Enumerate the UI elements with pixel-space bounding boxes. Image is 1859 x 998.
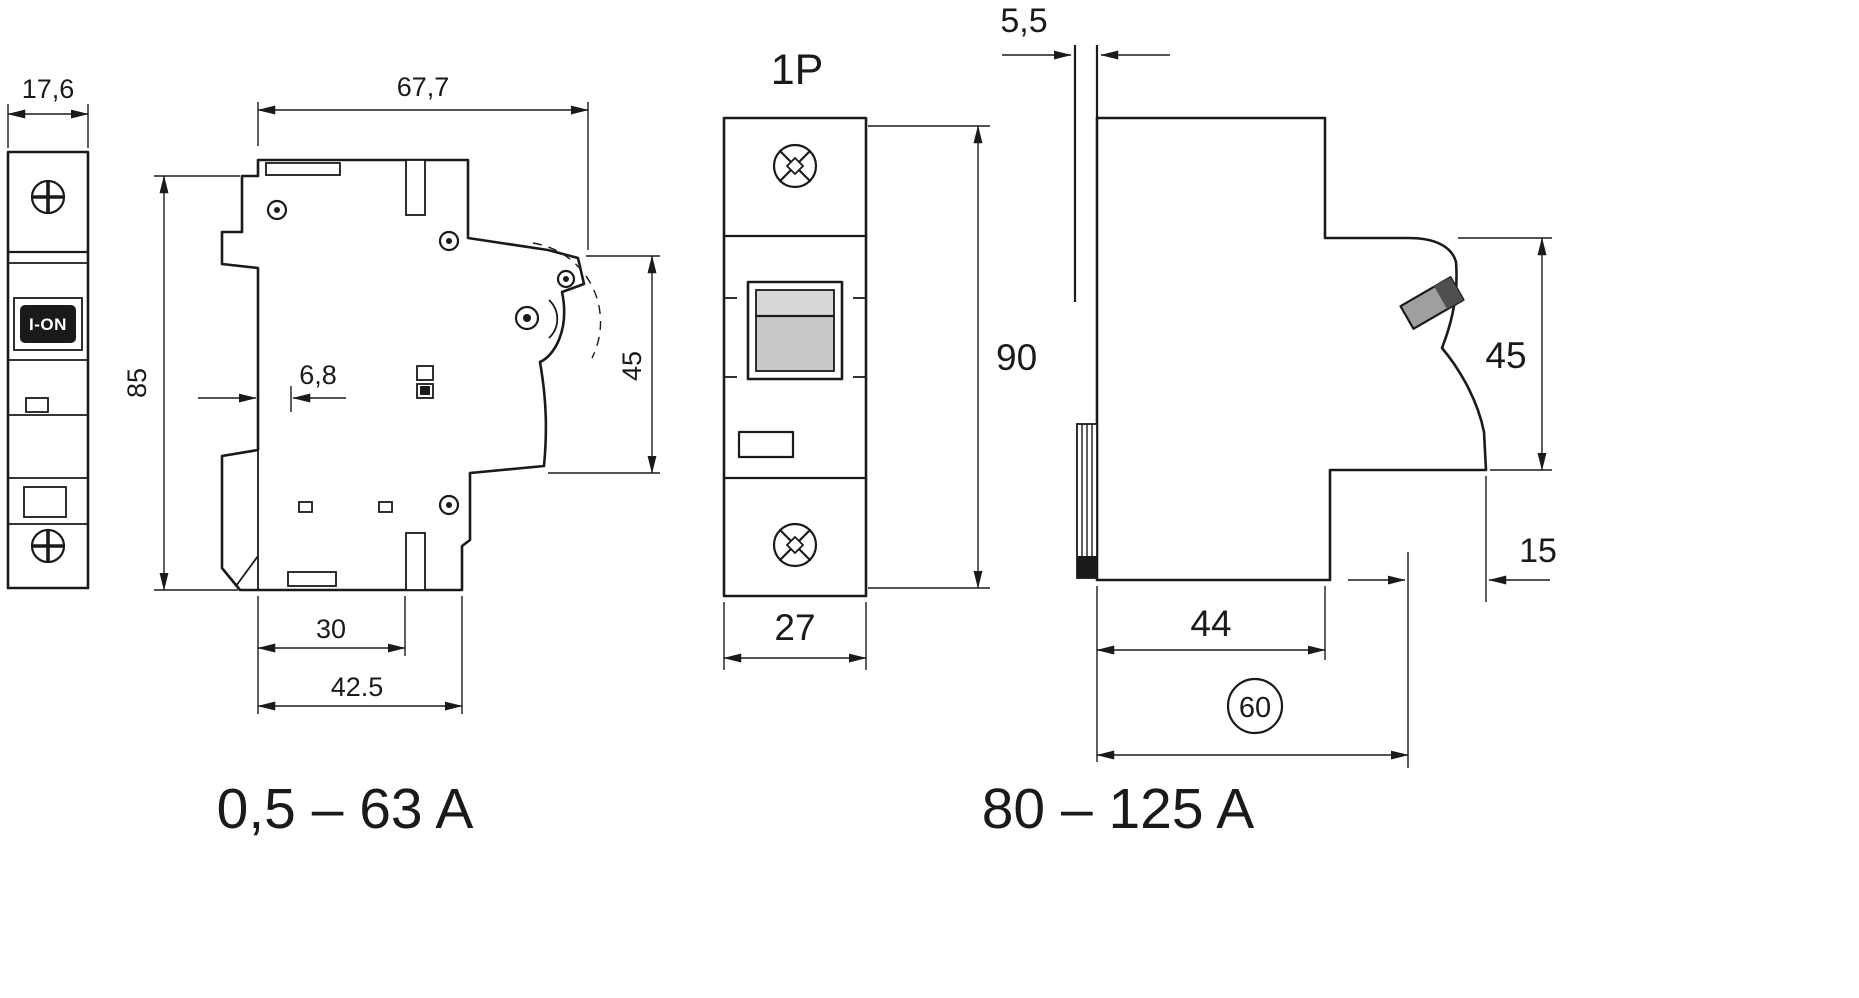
front-view-small: I-ON <box>6 150 90 590</box>
dim-1p-width: 27 <box>723 602 867 670</box>
screw-bottom-icon <box>30 528 66 564</box>
pole-count-label: 1P <box>771 46 824 94</box>
dim-total-depth-right: 60 <box>1096 677 1409 760</box>
dim-side-small-offset: 6,8 <box>198 360 346 412</box>
dim-label-67-7: 67,7 <box>397 72 450 102</box>
dim-label-5-5: 5,5 <box>1000 2 1047 40</box>
din-rail-clip <box>1076 423 1098 579</box>
dim-label-44: 44 <box>1190 603 1231 644</box>
handle-swing-arc <box>532 242 602 359</box>
dim-label-17-6: 17,6 <box>22 74 75 104</box>
dim-label-90: 90 <box>996 337 1037 378</box>
screw-bottom-icon-1p <box>772 522 818 568</box>
dim-label-6-8: 6,8 <box>299 360 337 390</box>
dim-label-42-5: 42.5 <box>331 672 384 702</box>
dim-side-small-total-depth: 42.5 <box>257 596 463 714</box>
side-small-outline <box>220 158 586 592</box>
front-small-body <box>6 150 90 590</box>
label-window <box>737 430 795 459</box>
dim-base-depth: 44 <box>1096 586 1326 762</box>
dim-label-85: 85 <box>122 368 152 398</box>
ion-switch <box>20 305 76 343</box>
screw-top-icon-1p <box>772 143 818 189</box>
dim-label-27: 27 <box>774 607 815 648</box>
screw-top-icon <box>30 179 66 215</box>
dim-label-30: 30 <box>316 614 346 644</box>
dim-front-height-right: 45 <box>1458 237 1552 471</box>
din-clip-spring <box>235 555 259 587</box>
dim-side-small-front-height: 45 <box>548 255 660 474</box>
dim-label-45-right: 45 <box>1485 335 1526 376</box>
dim-side-small-lower-width: 30 <box>257 596 406 714</box>
toggle-switch <box>746 280 844 381</box>
front-view-1p: 1P <box>722 46 868 598</box>
dim-label-15: 15 <box>1519 532 1557 570</box>
dim-rail-gap: 5,5 <box>1000 2 1170 60</box>
dim-1p-height: 90 <box>868 125 1037 589</box>
side-large-outline <box>1095 116 1488 582</box>
rating-left-label: 0,5 – 63 A <box>217 777 474 841</box>
dim-label-45-left: 45 <box>617 351 647 381</box>
dim-side-small-height: 85 <box>122 175 240 591</box>
dim-front-small-width: 17,6 <box>7 74 89 148</box>
side-view-large <box>1073 45 1488 582</box>
toggle-handle <box>1399 276 1465 330</box>
ion-switch-label: I-ON <box>29 315 67 334</box>
dim-handle-depth: 15 <box>1348 476 1557 768</box>
dim-label-60: 60 <box>1239 692 1271 724</box>
side-view-small <box>220 158 602 592</box>
dim-circle-60 <box>1226 677 1284 735</box>
rating-right-label: 80 – 125 A <box>982 777 1255 841</box>
dim-side-small-top-width: 67,7 <box>257 72 589 250</box>
